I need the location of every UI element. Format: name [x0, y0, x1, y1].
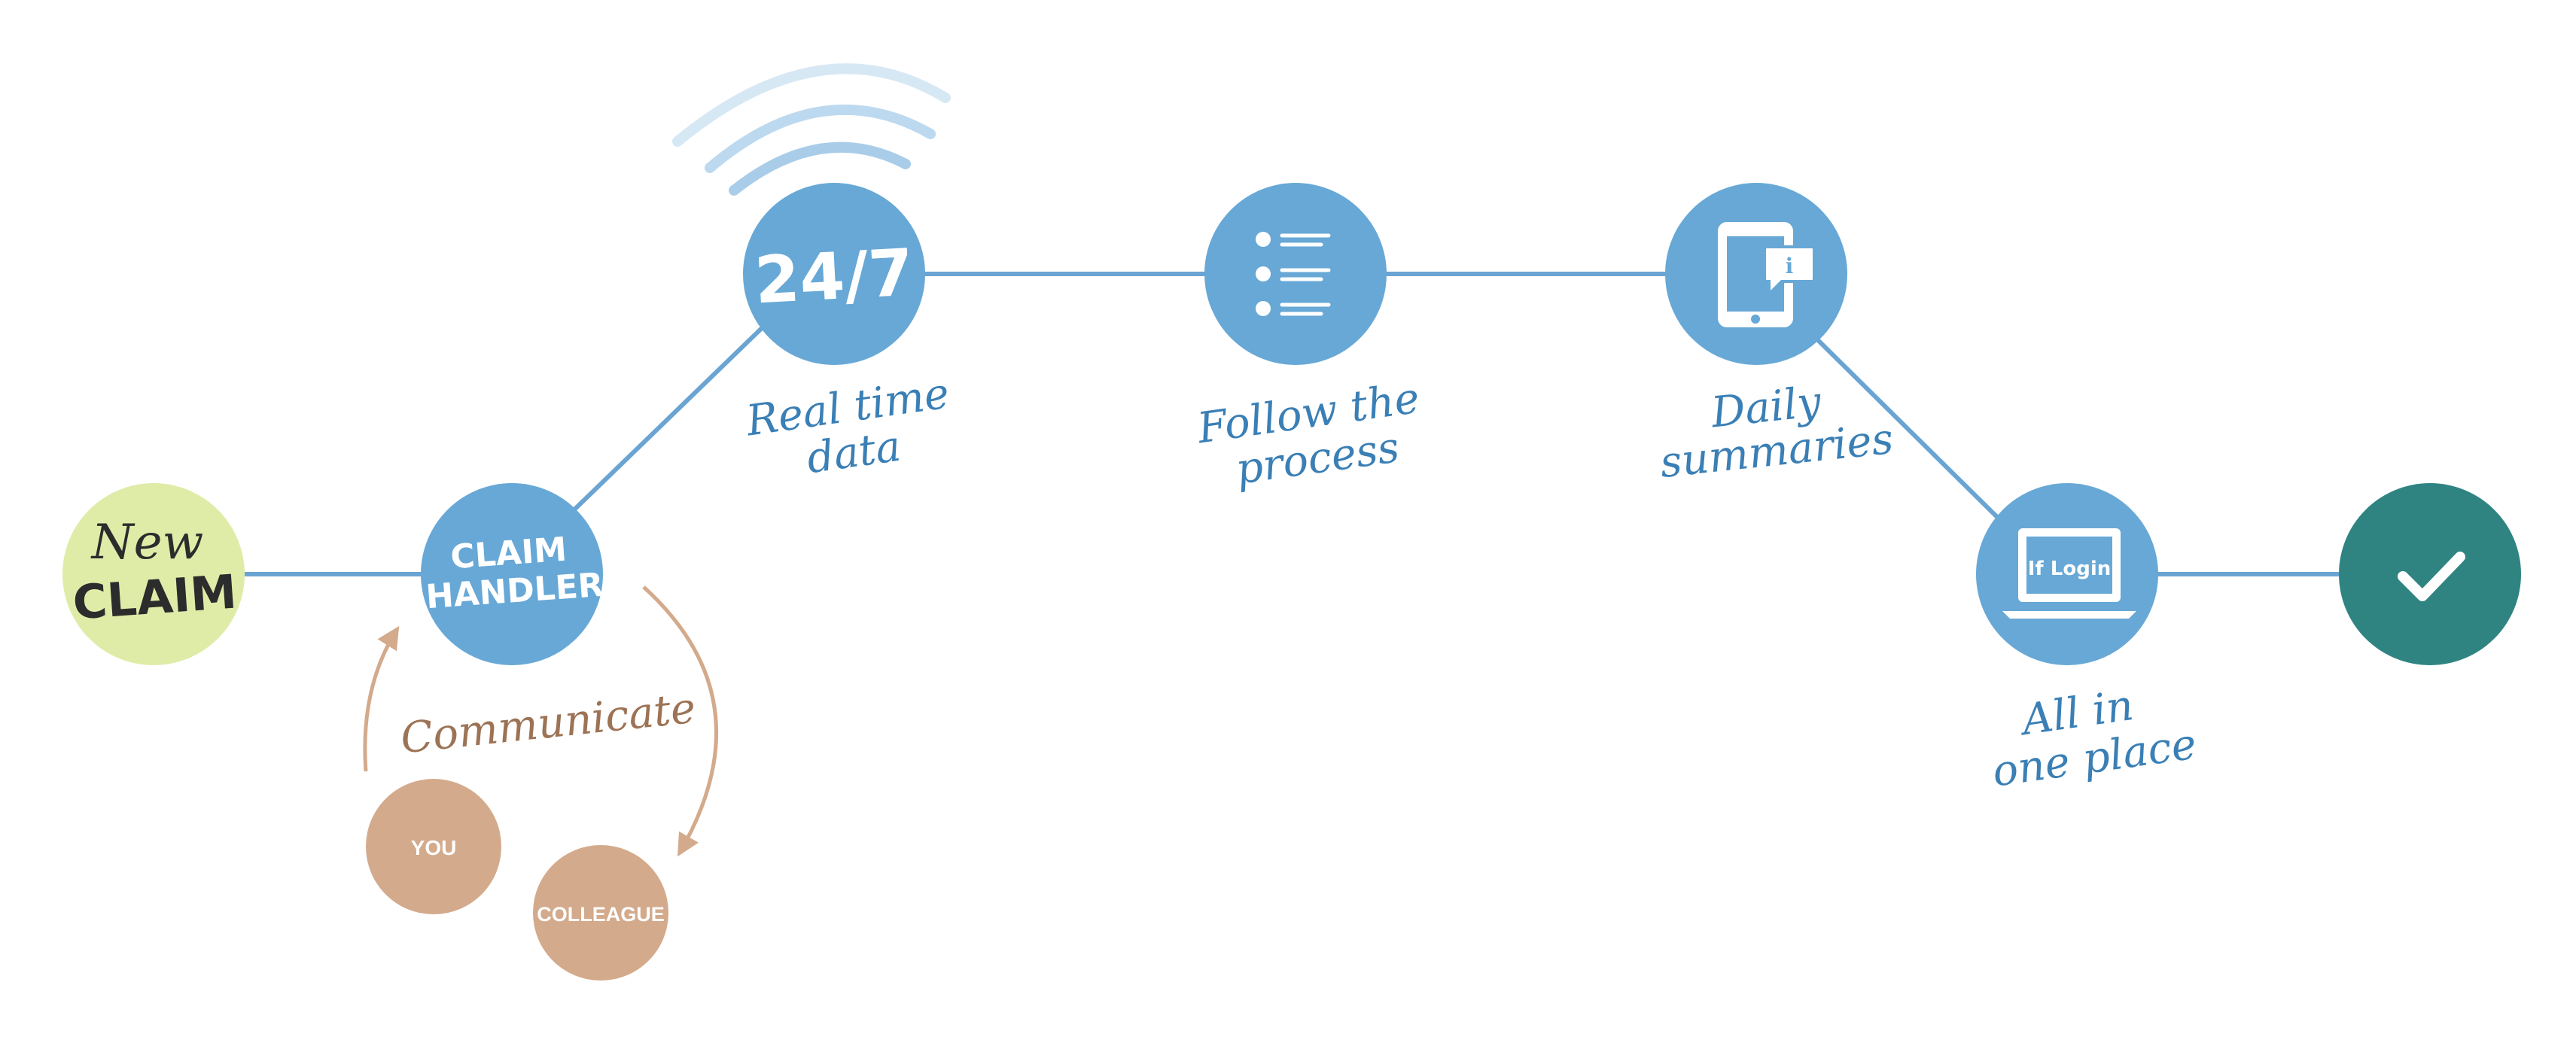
- phone-info-icon: i: [1718, 222, 1816, 327]
- checkmark-icon: [2398, 552, 2465, 601]
- claim-handler-node: CLAIM HANDLER: [421, 483, 604, 665]
- done-node: [2339, 483, 2521, 665]
- you-node: YOU: [366, 779, 501, 914]
- colleague-node: COLLEAGUE: [533, 845, 668, 981]
- claim-handler-circle: [421, 483, 603, 665]
- summaries-caption-line1: Daily: [1708, 377, 1824, 437]
- wifi-icon: [672, 63, 951, 196]
- new-claim-line2: CLAIM: [71, 564, 238, 631]
- you-circle: [366, 779, 501, 914]
- arrow-you-to-handler: [363, 625, 400, 772]
- wifi-arc-outer: [672, 63, 951, 147]
- you-label: YOU: [411, 836, 457, 859]
- new-claim-node: New CLAIM: [62, 483, 245, 665]
- svg-text:i: i: [1786, 254, 1794, 278]
- realtime-icon-text: 24/7: [753, 236, 915, 319]
- allinone-node: If Login All in one place: [1976, 483, 2200, 797]
- connector-summaries-allinone: [1814, 336, 2003, 523]
- process-node: Follow the process: [1194, 183, 1423, 494]
- connector-handler-realtime: [570, 326, 764, 514]
- list-icon: [1256, 232, 1331, 316]
- new-claim-circle: [62, 483, 245, 665]
- communicate-label: Communicate: [398, 684, 698, 764]
- wifi-arc-middle: [705, 104, 936, 173]
- communicate-arrows: [363, 585, 718, 857]
- connector-lines: [245, 272, 2339, 576]
- process-circle: [1204, 183, 1387, 365]
- realtime-circle: [743, 183, 925, 365]
- colleague-label: COLLEAGUE: [537, 903, 665, 926]
- wifi-arc-inner: [729, 141, 911, 196]
- laptop-screen-text: If Login: [2028, 558, 2112, 580]
- laptop-icon: If Login: [2002, 528, 2136, 619]
- claim-handler-line1: CLAIM: [449, 531, 568, 577]
- realtime-node: 24/7 Real time data: [742, 183, 952, 483]
- done-circle: [2339, 483, 2521, 665]
- arrow-handler-to-colleague: [642, 585, 718, 857]
- new-claim-line1: New: [90, 515, 204, 570]
- summaries-node: i Daily summaries: [1658, 183, 1895, 488]
- colleague-circle: [533, 845, 668, 981]
